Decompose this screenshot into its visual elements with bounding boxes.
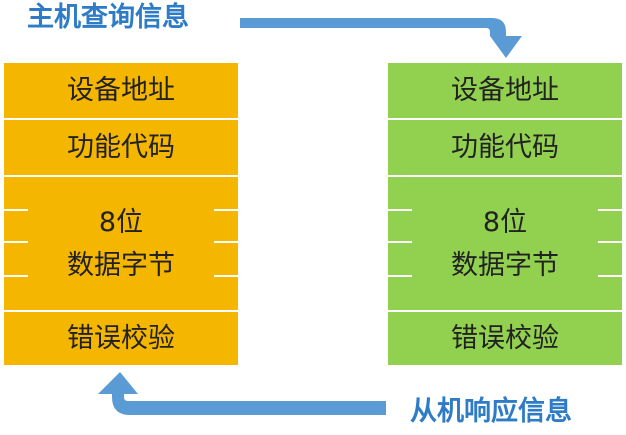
device-address-field: 设备地址	[4, 63, 238, 118]
device-address-field: 设备地址	[388, 63, 622, 118]
slave-response-frame: 设备地址 功能代码 8位 数据字节 错误校验	[388, 63, 622, 365]
byte-separator	[598, 241, 622, 243]
data-bits-label: 8位	[98, 206, 144, 238]
data-bytes-label: 数据字节	[451, 249, 559, 281]
byte-separator	[388, 241, 412, 243]
data-bytes-label: 数据字节	[67, 249, 175, 281]
error-check-field: 错误校验	[4, 312, 238, 365]
byte-separator	[214, 275, 238, 277]
byte-separator	[4, 241, 28, 243]
byte-separator	[388, 209, 412, 211]
byte-separator	[214, 209, 238, 211]
error-check-label: 错误校验	[451, 323, 559, 354]
error-check-label: 错误校验	[67, 323, 175, 354]
master-query-label: 主机查询信息	[27, 2, 189, 33]
function-code-label: 功能代码	[67, 132, 175, 163]
byte-separator	[388, 275, 412, 277]
byte-separator	[598, 209, 622, 211]
request-arrow	[240, 18, 522, 58]
function-code-field: 功能代码	[388, 120, 622, 175]
data-bits-label: 8位	[482, 206, 528, 238]
data-bytes-field: 8位 数据字节	[4, 177, 238, 310]
byte-separator	[598, 275, 622, 277]
byte-separator	[4, 209, 28, 211]
device-address-label: 设备地址	[451, 75, 559, 106]
device-address-label: 设备地址	[67, 75, 175, 106]
function-code-field: 功能代码	[4, 120, 238, 175]
master-query-frame: 设备地址 功能代码 8位 数据字节 错误校验	[4, 63, 238, 365]
data-bytes-field: 8位 数据字节	[388, 177, 622, 310]
response-arrow	[98, 372, 386, 415]
function-code-label: 功能代码	[451, 132, 559, 163]
error-check-field: 错误校验	[388, 312, 622, 365]
byte-separator	[4, 275, 28, 277]
byte-separator	[214, 241, 238, 243]
slave-response-label: 从机响应信息	[410, 396, 572, 427]
